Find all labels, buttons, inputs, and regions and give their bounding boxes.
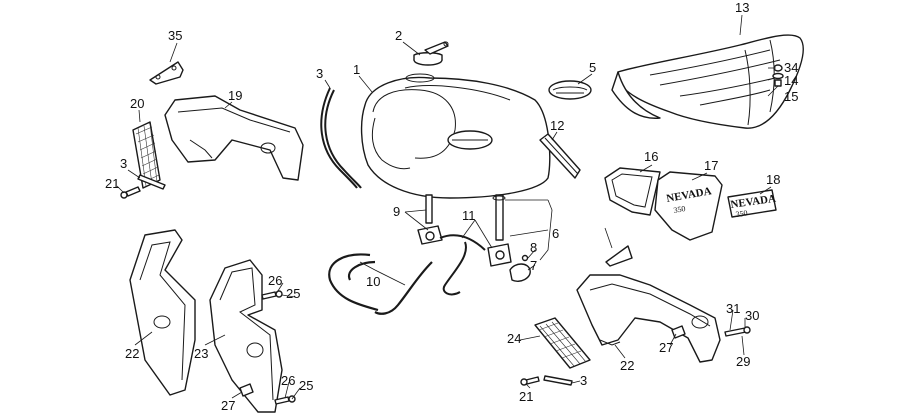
callout-31: 31 — [726, 301, 740, 316]
part-17-side-cover-decal: NEVADA 350 — [654, 171, 723, 241]
part-28-nut-left — [239, 383, 254, 397]
callout-8: 8 — [530, 240, 537, 255]
callout-27-upper: 26 — [268, 273, 282, 288]
part-22-right-box — [576, 274, 721, 363]
part-23-grille — [534, 317, 591, 369]
callout-22: 22 — [620, 358, 634, 373]
part-25-side-panel — [209, 259, 283, 413]
decal-model-text: 350 — [673, 204, 686, 215]
callout-21-left: 21 — [105, 176, 119, 191]
callout-35: 35 — [168, 28, 182, 43]
callout-29: 29 — [736, 354, 750, 369]
callout-labels: 35 2 3 1 5 12 13 34 14 15 16 17 18 19 20… — [105, 0, 798, 413]
part-26-27-screws-upper — [261, 290, 283, 300]
callout-23: 24 — [507, 331, 521, 346]
decal18-model-text: 350 — [735, 208, 748, 219]
part-19-side-box — [164, 95, 304, 181]
callout-26-upper: 25 — [286, 286, 300, 301]
part-5-badge — [548, 80, 592, 100]
part-6-fuel-tap-right — [487, 194, 512, 267]
callout-2: 2 — [395, 28, 402, 43]
callout-21-right: 21 — [519, 389, 533, 404]
part-21-screw-right — [520, 376, 540, 386]
callout-17: 17 — [704, 158, 718, 173]
part-11-hoses — [439, 234, 486, 296]
part-34-bracket — [605, 245, 633, 267]
part-26-27-screws-lower — [274, 395, 296, 405]
part-9-fuel-tap-left — [417, 194, 443, 245]
callout-1: 1 — [353, 62, 360, 77]
callout-11: 11 — [462, 208, 476, 223]
callout-25: 23 — [194, 346, 208, 361]
callout-24: 22 — [125, 346, 139, 361]
part-12-bracket — [539, 133, 581, 179]
part-1-fuel-tank — [360, 73, 551, 199]
callout-7: 7 — [530, 258, 537, 273]
callout-28-right: 27 — [659, 340, 673, 355]
part-24-left-panel — [129, 229, 196, 396]
callout-13: 13 — [735, 0, 749, 15]
callout-20: 20 — [130, 96, 144, 111]
callout-30: 30 — [745, 308, 759, 323]
callout-6: 6 — [552, 226, 559, 241]
part-16-side-cover — [604, 167, 661, 216]
part-3-rod-left — [137, 174, 166, 190]
part-35-bracket — [149, 61, 184, 85]
callout-3-hose: 3 — [316, 66, 323, 81]
callout-16: 16 — [644, 149, 658, 164]
part-18-decal: NEVADA 350 — [727, 189, 777, 219]
callout-3-right: 3 — [580, 373, 587, 388]
part-10-long-hoses — [328, 253, 433, 315]
part-7-8-tap-lever — [509, 254, 531, 282]
callout-14: 14 — [784, 73, 798, 88]
callout-18: 18 — [766, 172, 780, 187]
part-2-fuel-cap — [413, 41, 449, 66]
part-3-rod-right — [543, 375, 573, 386]
part-21-screw-left — [120, 186, 141, 199]
callout-12: 12 — [550, 118, 564, 133]
part-20-grille — [132, 121, 161, 189]
callout-15: 15 — [784, 89, 798, 104]
callout-26-lower: 25 — [299, 378, 313, 393]
callout-3-left: 3 — [120, 156, 127, 171]
callout-5: 5 — [589, 60, 596, 75]
part-3-fuel-hose — [320, 87, 362, 189]
callout-33: 34 — [784, 60, 798, 75]
callout-19: 19 — [228, 88, 242, 103]
part-29-30-31-screws — [724, 326, 751, 337]
callout-28-left: 27 — [221, 398, 235, 413]
part-13-seat — [611, 34, 804, 129]
callout-10: 10 — [366, 274, 380, 289]
callout-9: 9 — [393, 204, 400, 219]
leader-lines — [116, 14, 779, 400]
callout-27-lower: 26 — [281, 373, 295, 388]
